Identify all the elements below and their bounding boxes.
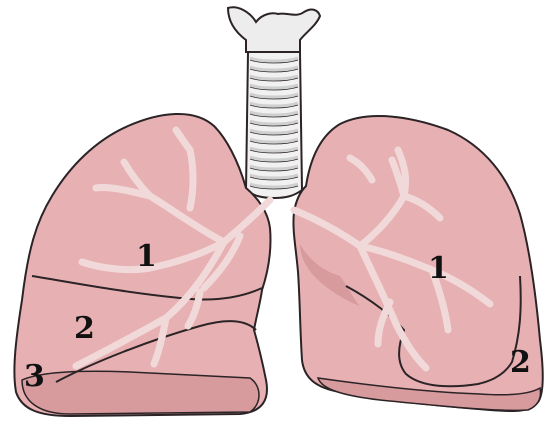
left-upper-lobe-label: 1 [428, 251, 449, 286]
right-lower-lobe-label: 3 [24, 359, 45, 394]
left-lung [293, 116, 542, 411]
trachea [228, 7, 320, 198]
left-lower-lobe-label: 2 [510, 345, 531, 380]
right-upper-lobe-label: 1 [136, 239, 157, 274]
larynx-cartilage [228, 7, 320, 52]
right-middle-lobe-label: 2 [74, 311, 95, 346]
right-lung-base-shadow [22, 371, 259, 414]
